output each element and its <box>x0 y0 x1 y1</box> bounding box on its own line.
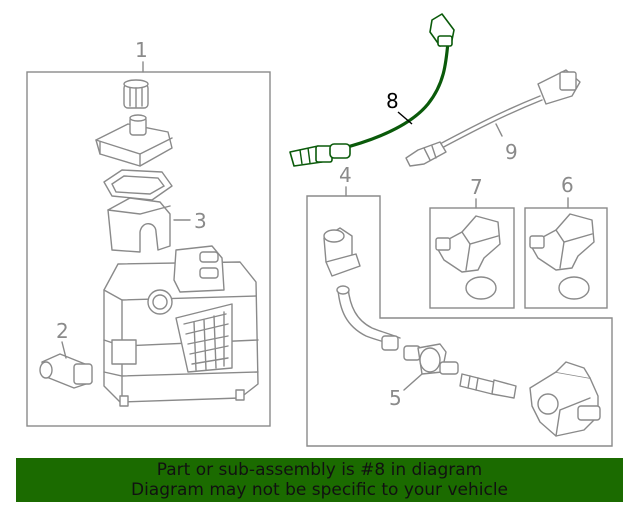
banner-line-2: Diagram may not be specific to your vehi… <box>130 480 508 500</box>
canister-cap <box>123 79 149 109</box>
canister-gasket <box>103 169 173 201</box>
callout-4[interactable]: 4 <box>339 163 352 187</box>
callout-2-leader <box>61 341 67 359</box>
callout-9-leader <box>495 123 503 137</box>
callout-7[interactable]: 7 <box>470 175 483 199</box>
callout-2[interactable]: 2 <box>56 319 69 343</box>
purge-hose <box>336 285 401 351</box>
canister-gasket-inner <box>111 175 166 195</box>
elbow-connector <box>39 353 93 389</box>
callout-9[interactable]: 9 <box>505 140 518 164</box>
vapor-canister-body <box>103 245 259 407</box>
canister-group-box <box>26 71 271 427</box>
canister-foam-cover <box>107 197 171 253</box>
purge-solenoid-valve <box>529 361 601 437</box>
callout-8[interactable]: 8 <box>386 89 399 113</box>
callout-8-leader <box>397 111 413 125</box>
check-valve-5 <box>403 343 459 375</box>
pressure-sensor-7 <box>435 215 501 273</box>
callout-5-leader <box>403 373 423 391</box>
purge-group-box <box>306 195 613 447</box>
sensor-7-box <box>429 207 515 309</box>
oxygen-sensor-8[interactable] <box>289 13 455 167</box>
sensor-6-box <box>524 207 608 309</box>
sensor-7-seal <box>465 276 497 300</box>
oxygen-sensor-9 <box>405 69 581 167</box>
connector-tube <box>459 373 517 399</box>
callout-5[interactable]: 5 <box>389 386 402 410</box>
pressure-sensor-6 <box>529 213 595 271</box>
callout-3[interactable]: 3 <box>194 209 207 233</box>
callout-1[interactable]: 1 <box>135 38 148 62</box>
canister-valve-housing <box>95 114 173 167</box>
callout-6[interactable]: 6 <box>561 173 574 197</box>
hose-fitting <box>323 227 361 277</box>
sensor-6-seal <box>558 276 590 300</box>
banner-line-1: Part or sub-assembly is #8 in diagram <box>156 460 483 480</box>
info-banner: Part or sub-assembly is #8 in diagram Di… <box>16 458 623 502</box>
